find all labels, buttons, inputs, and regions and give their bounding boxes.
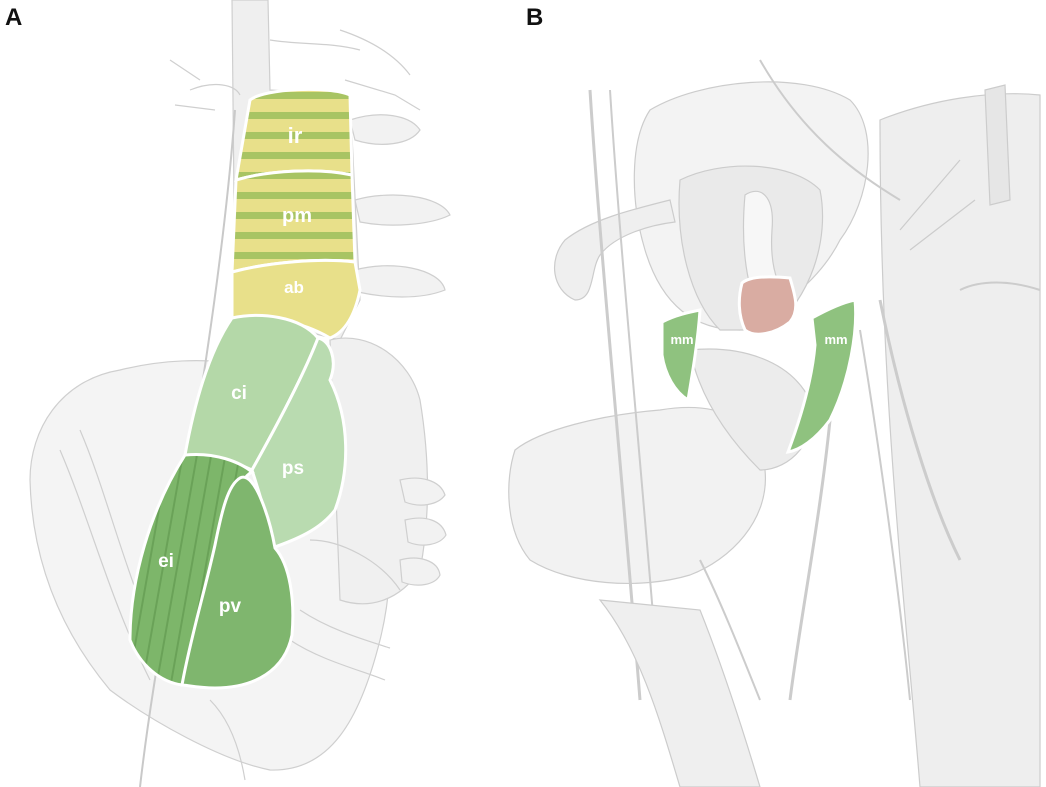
segment-ps bbox=[250, 336, 348, 551]
segment-pv bbox=[180, 475, 295, 690]
label-ci: ci bbox=[231, 383, 247, 404]
panel-a-labels: ir pm ab ci ps ei pv bbox=[158, 123, 312, 617]
pink-region bbox=[737, 275, 798, 336]
panel-label-b: B bbox=[526, 4, 544, 31]
region-mm-left bbox=[660, 308, 702, 403]
region-mm-right bbox=[785, 298, 858, 454]
label-pm: pm bbox=[282, 205, 312, 227]
panel-label-a: A bbox=[5, 4, 23, 31]
label-ab: ab bbox=[284, 278, 304, 297]
label-pv: pv bbox=[219, 596, 242, 617]
label-ir: ir bbox=[288, 123, 303, 148]
panel-a-segments bbox=[128, 87, 362, 690]
label-mm-left: mm bbox=[670, 332, 693, 347]
label-ps: ps bbox=[282, 458, 304, 479]
panel-b-regions bbox=[660, 275, 858, 454]
label-mm-right: mm bbox=[824, 332, 847, 347]
label-ei: ei bbox=[158, 551, 174, 572]
panel-b-labels: mm mm bbox=[670, 332, 847, 347]
panel-b-background-drawing bbox=[508, 59, 1041, 787]
